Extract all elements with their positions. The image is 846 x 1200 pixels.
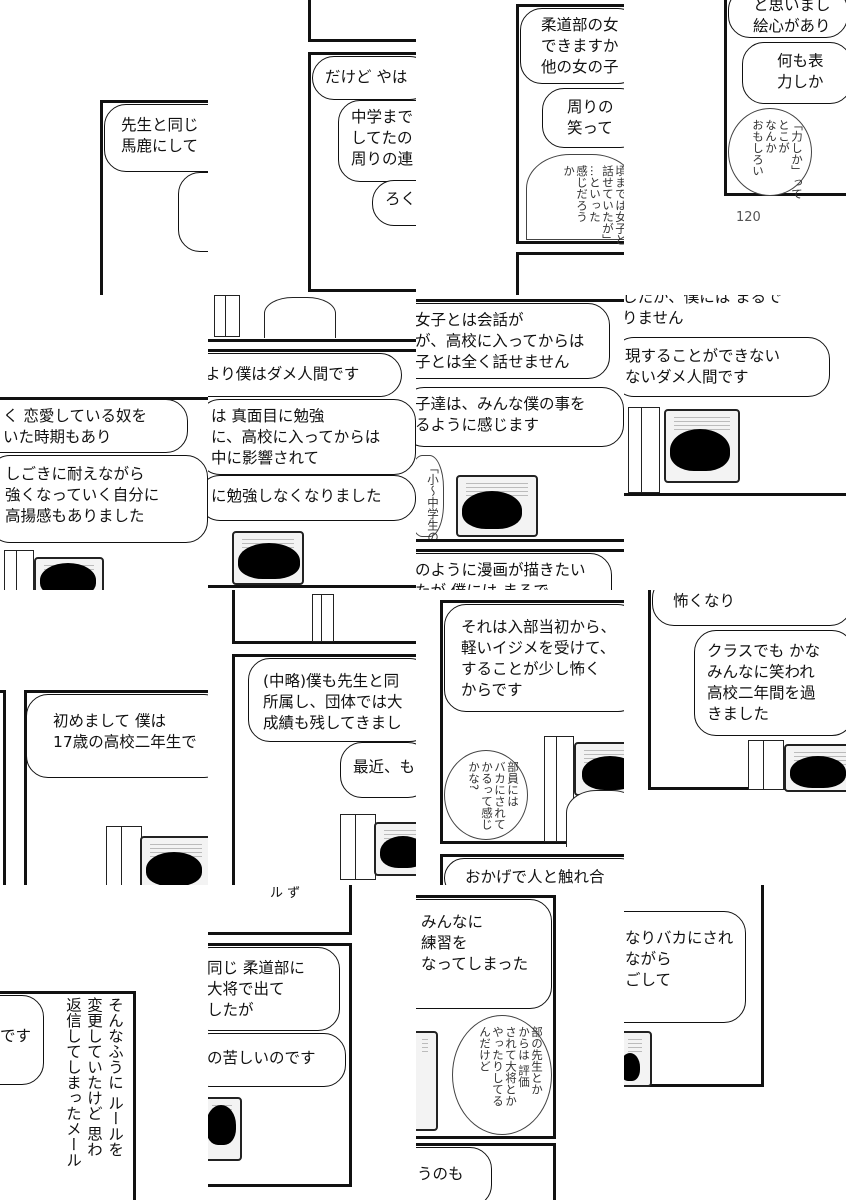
character-head <box>790 756 846 788</box>
manga-tile-16: なりバカにされ ながら ごして <box>624 885 846 1200</box>
panel-border <box>208 349 416 352</box>
manga-tile-13: です そんなふうに ルールを 変更していたけど 思わ 返信してしまったメール <box>0 885 208 1200</box>
manga-tile-9: 初めまして 僕は 17歳の高校二年生で <box>0 590 208 885</box>
panel-border <box>416 539 624 542</box>
vertical-text-fragment: ル ず <box>270 886 301 901</box>
speech-bubble: 怖くなり <box>652 590 846 626</box>
character-head <box>238 543 300 579</box>
speech-bubble: (中略)僕も先生と同 所属し、団体では大 成績も残してきまし <box>248 658 416 742</box>
manga-tile-4: と思いまし 絵心があり 何も表 力しか 「力しか」って とこが なんか おもしろ… <box>624 0 846 295</box>
speech-bubble: だけど やは <box>312 56 416 100</box>
character-head <box>670 429 730 471</box>
thought-bubble: 部の先生とか からは 評価 されて大将とか やったりしてる んだけど <box>452 1015 552 1135</box>
character-head <box>462 491 522 529</box>
comic-panel <box>308 0 416 42</box>
speech-bubble: 初めまして 僕は 17歳の高校二年生で <box>26 694 208 778</box>
shelf-illustration <box>628 407 660 493</box>
manga-tile-1: 先生と同じ 馬鹿にして <box>0 0 208 295</box>
speech-bubble: に勉強しなくなりました <box>208 475 416 521</box>
speech-bubble: 現することができない ないダメ人間です <box>624 337 830 397</box>
character-body <box>264 297 336 338</box>
thought-bubble: 「小〜中学生の <box>416 455 444 543</box>
thought-bubble: 部員には バカにされて かるって感じ かな? <box>444 750 528 840</box>
panel-border <box>0 397 208 400</box>
shelf-illustration <box>340 814 376 880</box>
speech-bubble: みんなに 練習を なってしまった <box>416 899 552 1009</box>
speech-bubble: 周りの 笑って <box>542 88 624 148</box>
speech-bubble: 先生と同じ 馬鹿にして <box>104 104 208 172</box>
manga-tile-5: く 恋愛している奴を いた時期もあり しごきに耐えながら 強くなっていく自分に … <box>0 295 208 590</box>
panel-border <box>416 299 624 302</box>
speech-bubble: のように漫画が描きたい たが 僕には まるで <box>416 553 612 590</box>
speech-bubble-empty <box>178 172 208 252</box>
thought-bubble: 「力しか」って とこが なんか おもしろい <box>728 108 812 200</box>
speech-bubble: おかげで人と触れ合 <box>444 858 624 885</box>
speech-bubble: うのも <box>416 1147 492 1200</box>
speech-bubble: クラスでも かな みんなに笑われ 高校二年間を過 きました <box>694 630 846 736</box>
shelf-illustration <box>312 594 334 642</box>
panel-border <box>416 549 624 552</box>
manga-tile-3: 柔道部の女 できますか 他の女の子 周りの 笑って 頃までは女子と 話せていたが… <box>416 0 624 295</box>
character-head <box>582 756 624 790</box>
speech-bubble: より僕はダメ人間です <box>208 353 402 397</box>
comic-panel <box>516 252 624 295</box>
manga-tile-12: 怖くなり クラスでも かな みんなに笑われ 高校二年間を過 きました <box>624 590 846 885</box>
monitor-illustration <box>416 1031 438 1131</box>
character-body <box>566 790 624 847</box>
character-head <box>380 836 416 868</box>
speech-bubble: 中学まで してたの 周りの連 <box>338 100 416 182</box>
shelf-illustration <box>214 295 240 337</box>
speech-bubble: 最近、も <box>340 742 416 798</box>
speech-bubble: それは入部当初から、 軽いイジメを受けて、 することが少し怖く からです <box>444 604 624 712</box>
speech-bubble: 同じ 柔道部に 大将で出て したが <box>208 947 340 1031</box>
speech-bubble: 女子とは会話が が、高校に入ってからは 子とは全く話せません <box>416 303 610 379</box>
panel-border <box>624 493 846 496</box>
character-head <box>208 1105 236 1145</box>
vertical-narration: そんなふうに ルールを 変更していたけど 思わ 返信してしまったメール <box>64 997 124 1168</box>
speech-bubble: なりバカにされ ながら ごして <box>624 911 746 1023</box>
panel-border <box>208 585 416 588</box>
manga-tile-10: (中略)僕も先生と同 所属し、団体では大 成績も残してきまし 最近、も <box>208 590 416 885</box>
character-head <box>624 1053 640 1081</box>
manga-tile-2: だけど やは 中学まで してたの 周りの連 ろく <box>208 0 416 295</box>
manga-tile-8: したが、僕には まるで りません 現することができない ないダメ人間です <box>624 295 846 590</box>
speech-bubble: の苦しいのです <box>208 1033 346 1087</box>
speech-bubble: く 恋愛している奴を いた時期もあり <box>0 399 188 453</box>
manga-tile-7: 女子とは会話が が、高校に入ってからは 子とは全く話せません 子達は、みんな僕の… <box>416 295 624 590</box>
shelf-illustration <box>106 826 142 885</box>
manga-tile-6: より僕はダメ人間です は 真面目に勉強 に、高校に入ってからは 中に影響されて … <box>208 295 416 590</box>
thought-bubble: 頃までは女子と 話せていたが」 …といった 感じだろう か <box>526 154 624 246</box>
panel-border <box>208 339 416 342</box>
speech-bubble: と思いまし 絵心があり <box>728 0 846 38</box>
speech-bubble: 子達は、みんな僕の事を るように感じます <box>416 387 624 447</box>
manga-tile-14: ル ず 同じ 柔道部に 大将で出て したが の苦しいのです <box>208 885 416 1200</box>
shelf-illustration <box>4 550 34 590</box>
page-number: 120 <box>736 210 761 225</box>
comic-panel <box>208 885 352 935</box>
speech-text: したが、僕には まるで りません <box>624 295 782 327</box>
speech-bubble: 柔道部の女 できますか 他の女の子 <box>520 8 624 84</box>
comic-panel <box>0 690 6 885</box>
manga-tile-11: それは入部当初から、 軽いイジメを受けて、 することが少し怖く からです 部員に… <box>416 590 624 885</box>
speech-bubble: は 真面目に勉強 に、高校に入ってからは 中に影響されて <box>208 399 416 475</box>
character-head <box>146 852 202 885</box>
speech-bubble: ろく <box>372 180 416 226</box>
manga-tile-15: みんなに 練習を なってしまった 部の先生とか からは 評価 されて大将とか や… <box>416 885 624 1200</box>
shelf-illustration <box>748 740 784 790</box>
speech-bubble: 何も表 力しか <box>742 42 846 104</box>
speech-bubble: しごきに耐えながら 強くなっていく自分に 高揚感もありました <box>0 455 208 543</box>
character-head <box>40 563 96 590</box>
speech-bubble: です <box>0 995 44 1085</box>
